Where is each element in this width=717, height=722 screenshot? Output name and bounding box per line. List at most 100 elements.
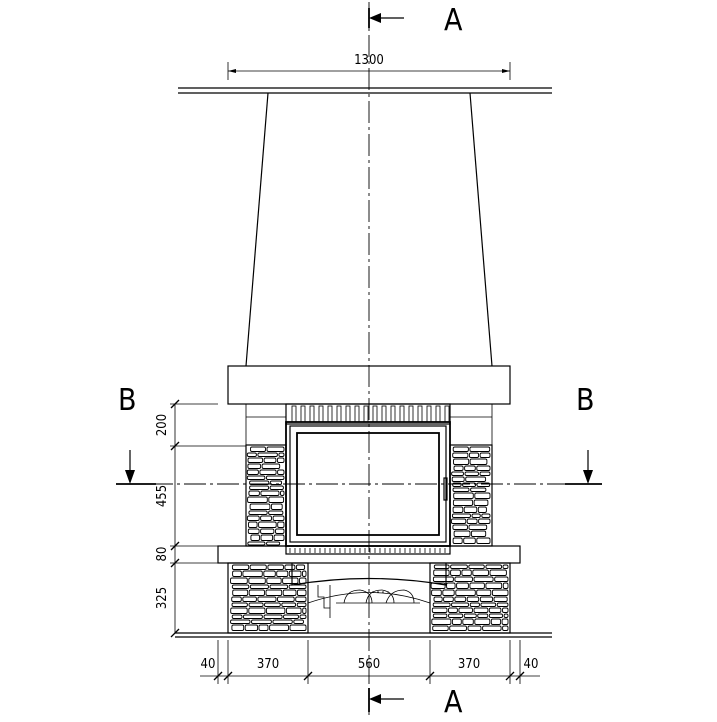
masonry-stone: [263, 570, 276, 577]
masonry-stone: [249, 480, 270, 485]
masonry-stone: [433, 569, 450, 576]
masonry-stone: [273, 534, 285, 541]
masonry-stone: [476, 589, 492, 596]
masonry-stone: [453, 492, 474, 499]
glass-door-panel: [296, 432, 440, 536]
masonry-stone: [454, 596, 467, 602]
section-a-marker-top: A: [368, 3, 463, 38]
section-b-marker-left: B: [116, 383, 156, 485]
masonry-stone: [477, 613, 489, 618]
masonry-stone: [474, 492, 491, 499]
masonry-stone: [257, 596, 277, 602]
masonry-stone: [265, 589, 283, 596]
dimension-vertical-80: 80: [155, 547, 170, 562]
masonry-stone: [246, 452, 257, 457]
dimension-vertical-200: 200: [155, 414, 170, 436]
grille-slat: [426, 405, 432, 423]
masonry-stone: [451, 513, 471, 518]
masonry-stone: [277, 521, 285, 528]
masonry-stone: [299, 614, 307, 619]
masonry-stone: [302, 607, 307, 614]
masonry-stone: [502, 607, 509, 613]
masonry-stone: [466, 596, 480, 602]
grille-slat: [408, 405, 414, 423]
masonry-stone: [478, 518, 491, 524]
masonry-stone: [489, 569, 507, 576]
masonry-stone: [467, 625, 482, 631]
dimension-tick: [303, 671, 313, 681]
grille-slat: [300, 405, 306, 423]
masonry-stone: [261, 463, 281, 469]
grille-slat: [372, 405, 378, 423]
masonry-stone: [485, 582, 503, 589]
masonry-stone: [247, 541, 266, 546]
dimension-horizontal-40-left: 40: [201, 657, 216, 672]
masonry-stone: [432, 625, 449, 631]
masonry-stone: [266, 541, 281, 546]
masonry-stone: [469, 458, 488, 465]
masonry-stone: [452, 446, 469, 452]
door-handle: [443, 477, 448, 501]
masonry-stone: [281, 602, 297, 607]
arch-lintel: [291, 563, 447, 586]
dimension-horizontal-40-right: 40: [524, 657, 539, 672]
dimension-tick: [505, 671, 515, 681]
masonry-stone: [469, 582, 485, 589]
masonry-stone: [268, 510, 284, 515]
masonry-stone: [288, 584, 307, 589]
masonry-stone: [260, 515, 272, 521]
masonry-stone: [232, 589, 249, 596]
masonry-stone: [242, 614, 263, 619]
grille-slat: [363, 405, 369, 423]
masonry-stone: [242, 596, 257, 602]
masonry-stone: [251, 619, 272, 624]
masonry-stone: [259, 469, 277, 475]
grille-slat: [381, 405, 387, 423]
masonry-stone: [266, 577, 282, 584]
masonry-stone: [260, 528, 275, 534]
masonry-stone: [266, 446, 285, 452]
masonry-stone: [247, 457, 264, 463]
masonry-stone: [269, 485, 284, 490]
masonry-stone: [267, 564, 284, 570]
grille-slat: [435, 405, 441, 423]
masonry-stone: [248, 510, 268, 515]
masonry-stone: [265, 607, 286, 614]
masonry-stone: [469, 446, 491, 452]
masonry-stone: [468, 452, 480, 458]
section-a-label-top: A: [444, 3, 463, 38]
masonry-stone: [463, 506, 478, 513]
masonry-stone: [485, 564, 503, 569]
masonry-stone: [249, 485, 270, 490]
masonry-stone: [284, 564, 296, 570]
top-grille: [285, 403, 451, 425]
masonry-stone: [442, 589, 455, 596]
masonry-stone: [451, 476, 465, 482]
masonry-stone: [470, 530, 487, 537]
masonry-stone: [463, 613, 477, 618]
section-b-label-right: B: [576, 383, 595, 418]
stone-wall-upper-right: [449, 444, 493, 547]
masonry-stone: [454, 576, 473, 582]
masonry-stone: [433, 564, 450, 569]
masonry-stone: [265, 475, 285, 480]
masonry-stone: [473, 607, 489, 613]
center-lines: [118, 2, 600, 715]
dimension-overall-width: 1300: [227, 53, 511, 80]
masonry-stone: [446, 582, 456, 589]
masonry-stone: [431, 589, 442, 596]
masonry-stone: [477, 506, 487, 513]
masonry-stone: [231, 614, 243, 619]
masonry-stone: [464, 465, 476, 471]
fireplace-insert: [285, 421, 451, 555]
masonry-stone: [246, 515, 260, 521]
dimension-tick: [223, 671, 233, 681]
grille-slat: [309, 405, 315, 423]
masonry-stone: [246, 475, 266, 480]
masonry-stone: [452, 482, 462, 487]
masonry-stone: [277, 469, 285, 475]
masonry-stone: [491, 589, 509, 596]
masonry-stone: [432, 576, 454, 582]
masonry-stone: [452, 506, 464, 513]
